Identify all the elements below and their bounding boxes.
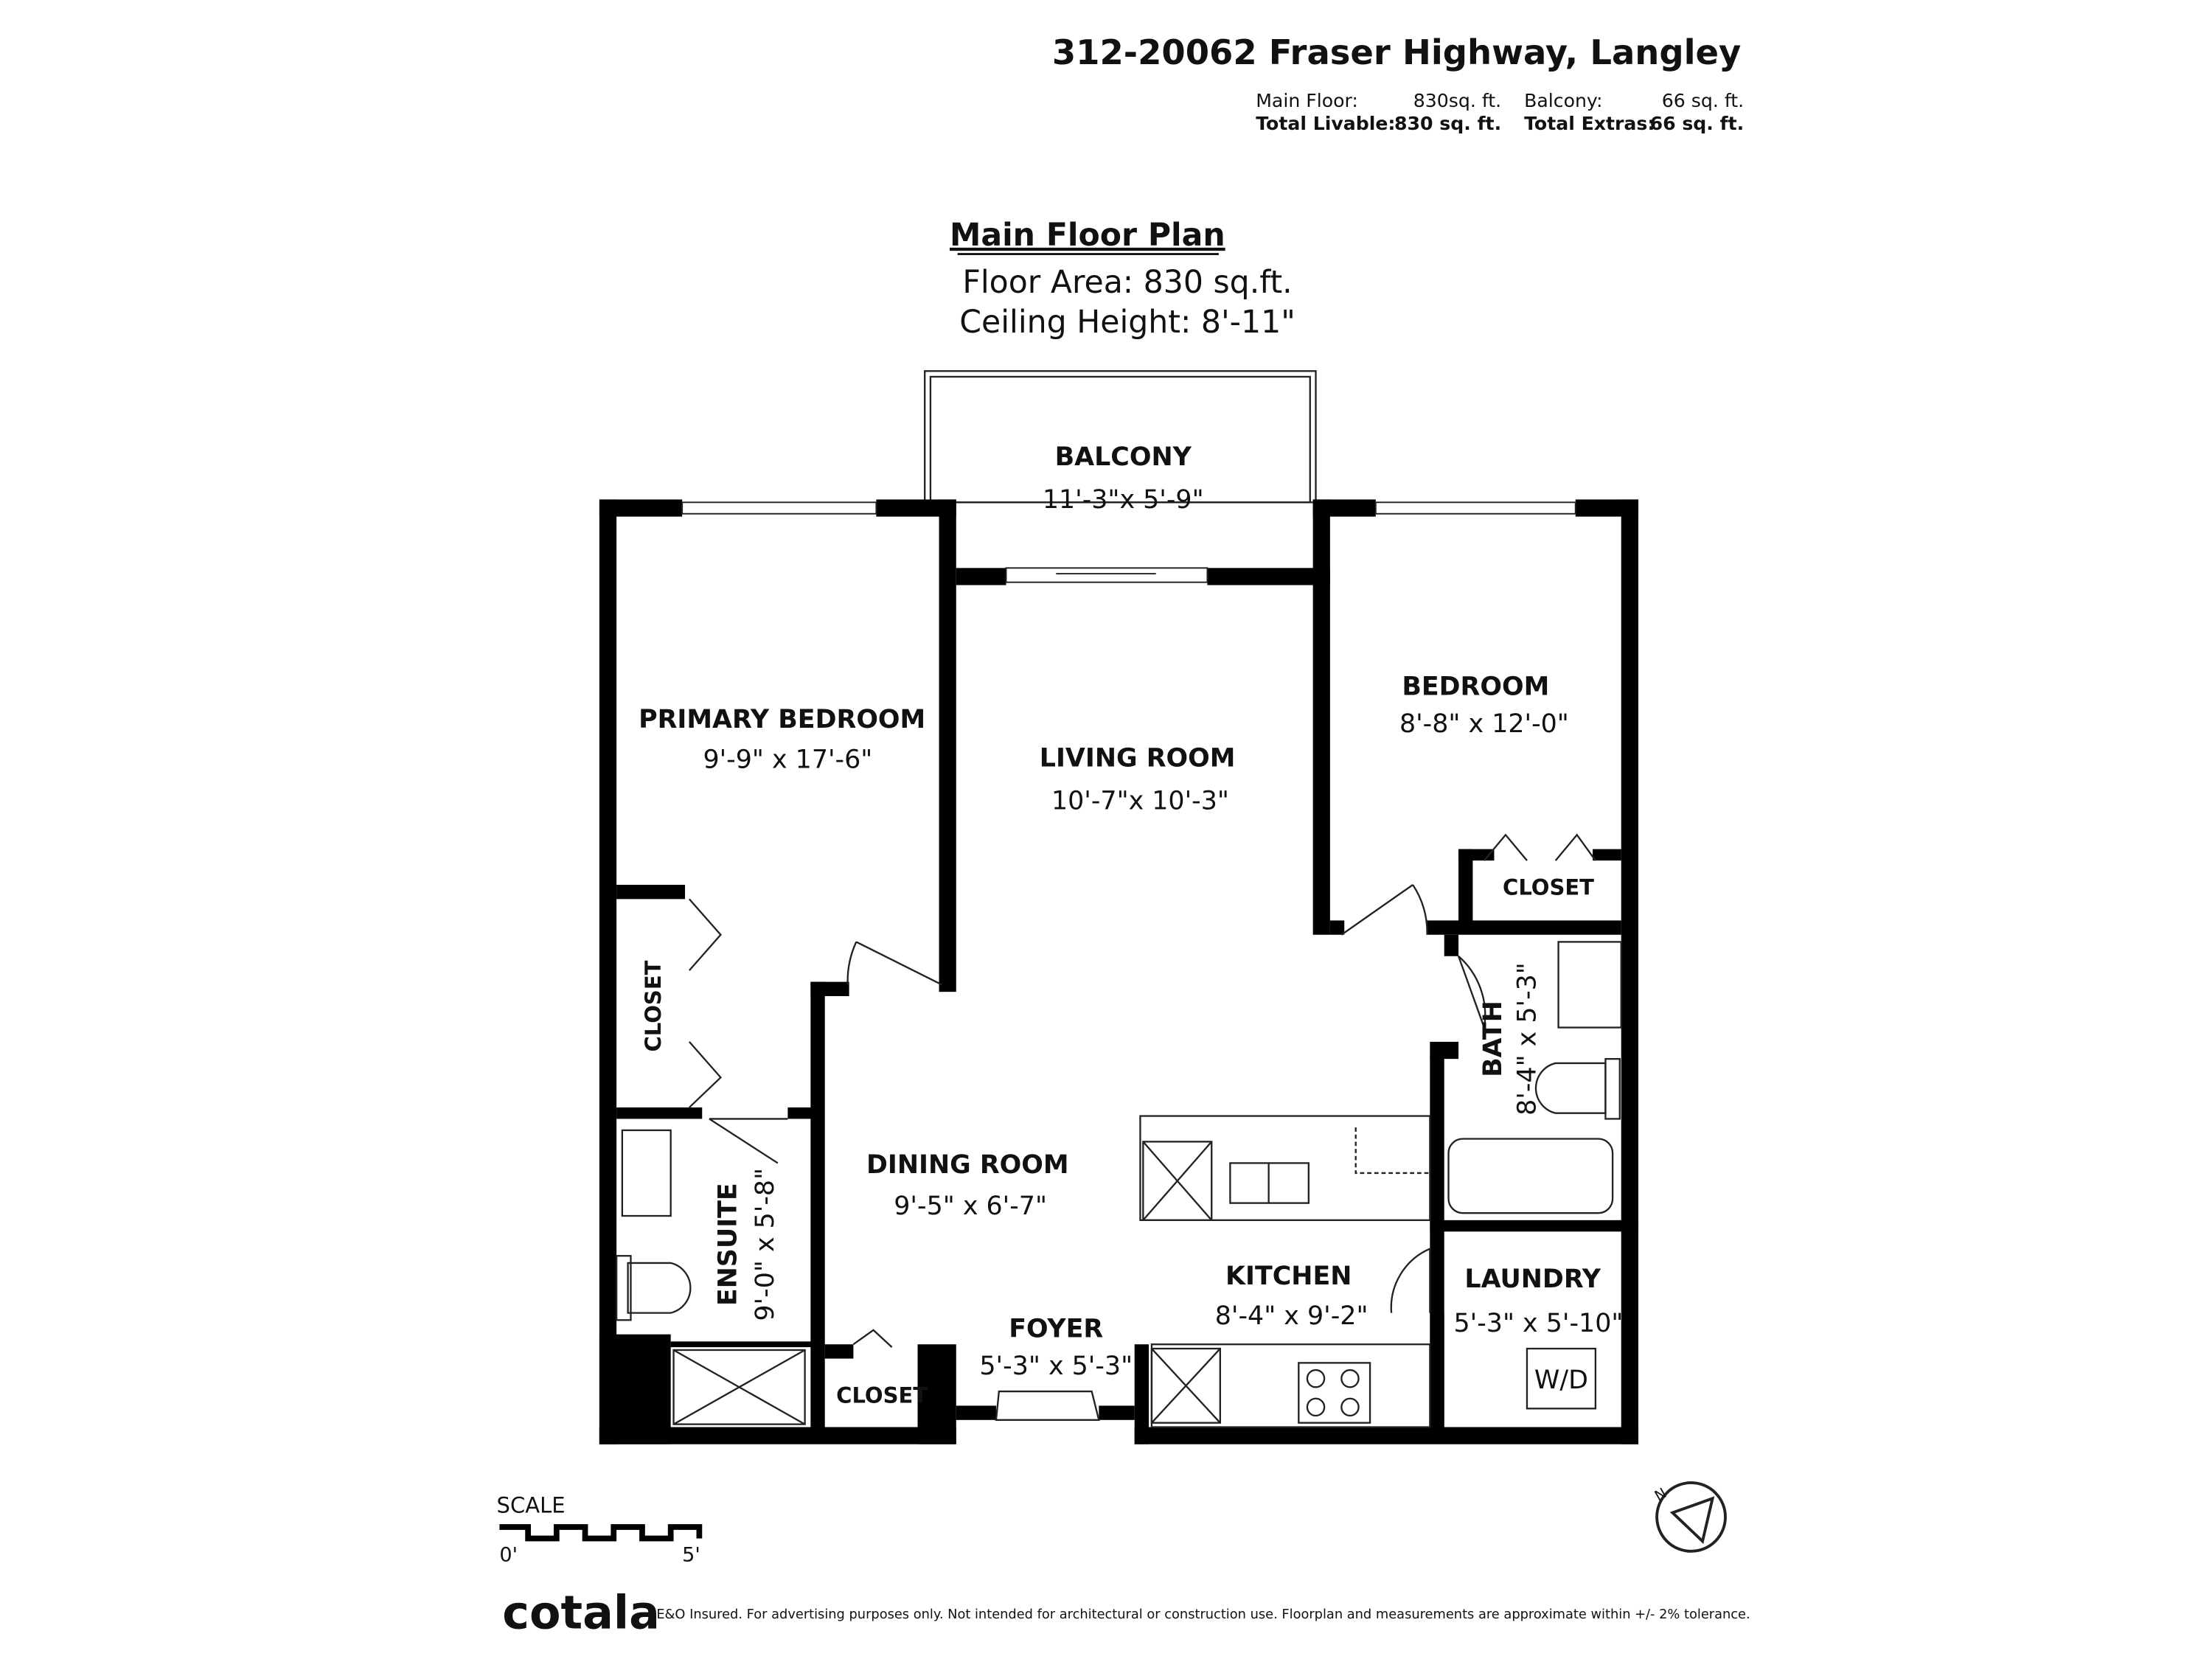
balcony-outline bbox=[924, 370, 1317, 504]
svg-text:5': 5' bbox=[682, 1543, 700, 1566]
svg-text:SCALE: SCALE bbox=[497, 1493, 566, 1518]
svg-text:DINING ROOM: DINING ROOM bbox=[866, 1150, 1069, 1180]
svg-text:CLOSET: CLOSET bbox=[641, 960, 666, 1051]
fixtures bbox=[615, 941, 1622, 1428]
svg-text:Balcony:: Balcony: bbox=[1524, 90, 1602, 111]
address-title: 312-20062 Fraser Highway, Langley bbox=[1052, 32, 1741, 72]
svg-text:BEDROOM: BEDROOM bbox=[1402, 672, 1549, 702]
svg-text:BATH: BATH bbox=[1478, 1001, 1508, 1077]
ceiling-height: Ceiling Height: 8'-11" bbox=[959, 304, 1295, 341]
svg-text:66 sq. ft.: 66 sq. ft. bbox=[1662, 90, 1744, 111]
svg-text:FOYER: FOYER bbox=[1009, 1315, 1103, 1344]
svg-text:11'-3"x 5'-9": 11'-3"x 5'-9" bbox=[1043, 485, 1204, 515]
area-summary: Main Floor: 830sq. ft. Balcony: 66 sq. f… bbox=[1256, 90, 1744, 134]
svg-text:9'-9" x 17'-6": 9'-9" x 17'-6" bbox=[703, 745, 872, 774]
svg-text:8'-4" x 9'-2": 8'-4" x 9'-2" bbox=[1215, 1301, 1368, 1331]
walls bbox=[599, 499, 1638, 1444]
north-arrow-icon: N bbox=[1652, 1481, 1727, 1553]
svg-text:ENSUITE: ENSUITE bbox=[714, 1183, 743, 1306]
svg-text:Main Floor:: Main Floor: bbox=[1256, 90, 1358, 111]
svg-text:N: N bbox=[1652, 1484, 1669, 1504]
room-labels: BALCONY 11'-3"x 5'-9" PRIMARY BEDROOM 9'… bbox=[639, 442, 1623, 1408]
svg-text:5'-3" x 5'-10": 5'-3" x 5'-10" bbox=[1454, 1309, 1624, 1338]
svg-text:830sq. ft.: 830sq. ft. bbox=[1413, 90, 1501, 111]
floor-area: Floor Area: 830 sq.ft. bbox=[962, 264, 1292, 301]
svg-text:W/D: W/D bbox=[1534, 1366, 1588, 1395]
cotala-logo: cotala bbox=[502, 1586, 660, 1639]
svg-text:CLOSET: CLOSET bbox=[1503, 875, 1594, 900]
svg-text:9'-5" x 6'-7": 9'-5" x 6'-7" bbox=[894, 1192, 1047, 1221]
svg-text:CLOSET: CLOSET bbox=[836, 1383, 928, 1408]
svg-text:66 sq. ft.: 66 sq. ft. bbox=[1650, 113, 1745, 134]
svg-text:LIVING ROOM: LIVING ROOM bbox=[1040, 743, 1236, 773]
windows bbox=[681, 501, 1576, 583]
disclaimer: E&O Insured. For advertising purposes on… bbox=[656, 1607, 1750, 1622]
doors bbox=[688, 833, 1596, 1421]
svg-text:BALCONY: BALCONY bbox=[1055, 442, 1192, 472]
svg-text:Total Extras:: Total Extras: bbox=[1524, 113, 1655, 134]
svg-text:KITCHEN: KITCHEN bbox=[1225, 1262, 1352, 1291]
svg-text:0': 0' bbox=[499, 1543, 518, 1566]
svg-text:830 sq. ft.: 830 sq. ft. bbox=[1394, 113, 1501, 134]
svg-text:8'-4" x 5'-3": 8'-4" x 5'-3" bbox=[1513, 962, 1543, 1116]
svg-text:LAUNDRY: LAUNDRY bbox=[1464, 1265, 1601, 1294]
svg-text:5'-3" x 5'-3": 5'-3" x 5'-3" bbox=[979, 1352, 1133, 1381]
svg-text:10'-7"x 10'-3": 10'-7"x 10'-3" bbox=[1051, 786, 1229, 815]
svg-text:8'-8" x 12'-0": 8'-8" x 12'-0" bbox=[1399, 709, 1569, 739]
svg-text:PRIMARY BEDROOM: PRIMARY BEDROOM bbox=[639, 705, 925, 734]
plan-title: Main Floor Plan bbox=[950, 217, 1225, 254]
scale-bar: SCALE 0' 5' bbox=[497, 1493, 703, 1566]
svg-text:9'-0" x 5'-8": 9'-0" x 5'-8" bbox=[751, 1168, 780, 1321]
svg-text:Total Livable:: Total Livable: bbox=[1256, 113, 1395, 134]
